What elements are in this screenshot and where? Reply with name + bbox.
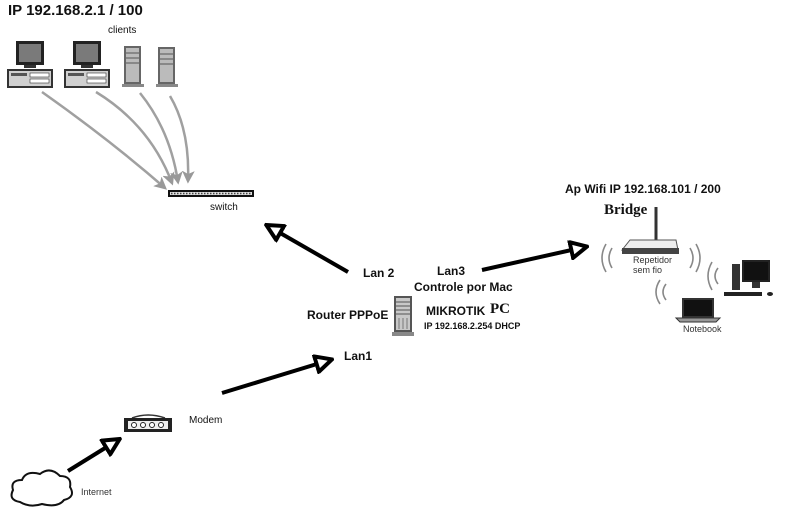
- internet-label: Internet: [81, 487, 112, 497]
- clients-label: clients: [108, 25, 137, 36]
- client-desktop-2-icon: [64, 41, 110, 88]
- router-pppoe-label: Router PPPoE: [307, 308, 389, 322]
- switch-icon: [168, 190, 254, 197]
- modem-icon: [124, 414, 172, 432]
- wifi-desktop-icon: [724, 260, 773, 296]
- client-1-link: [41, 90, 165, 188]
- client-desktop-1-icon: [7, 41, 53, 88]
- router-tower-icon: [392, 296, 414, 336]
- lan2-link: [268, 226, 349, 274]
- client-tower-1-icon: [122, 46, 144, 87]
- lan3-link: [481, 247, 585, 272]
- repeater-label-line1: Repetidor: [633, 255, 673, 265]
- client-network-ip-label: IP 192.168.2.1 / 100: [8, 2, 143, 19]
- modem-label: Modem: [189, 415, 223, 426]
- switch-label: switch: [210, 202, 238, 213]
- lan1-label: Lan1: [344, 349, 373, 363]
- lan1-link: [221, 360, 330, 395]
- client-3-link: [139, 92, 178, 182]
- wifi-repeater-icon: [620, 207, 679, 254]
- bridge-label: Bridge: [604, 202, 648, 218]
- lan3-label: Lan3: [437, 264, 466, 278]
- mac-control-label: Controle por Mac: [414, 280, 513, 294]
- mikrotik-label: MIKROTIK: [426, 304, 486, 318]
- client-4-link: [168, 95, 188, 181]
- repeater-label-line2: sem fio: [633, 265, 663, 275]
- internet-link: [66, 440, 118, 473]
- client-tower-2-icon: [156, 47, 178, 87]
- client-links: [41, 90, 188, 188]
- wifi-waves: [601, 243, 719, 305]
- notebook-icon: [674, 298, 722, 323]
- lan2-label: Lan 2: [363, 266, 395, 280]
- internet-cloud-icon: [10, 469, 73, 507]
- router-ip-label: IP 192.168.2.254 DHCP: [424, 321, 521, 331]
- notebook-label: Notebook: [683, 324, 722, 334]
- ap-wifi-ip-label: Ap Wifi IP 192.168.101 / 200: [565, 182, 721, 196]
- pc-label: PC: [490, 301, 510, 317]
- client-2-link: [95, 90, 172, 183]
